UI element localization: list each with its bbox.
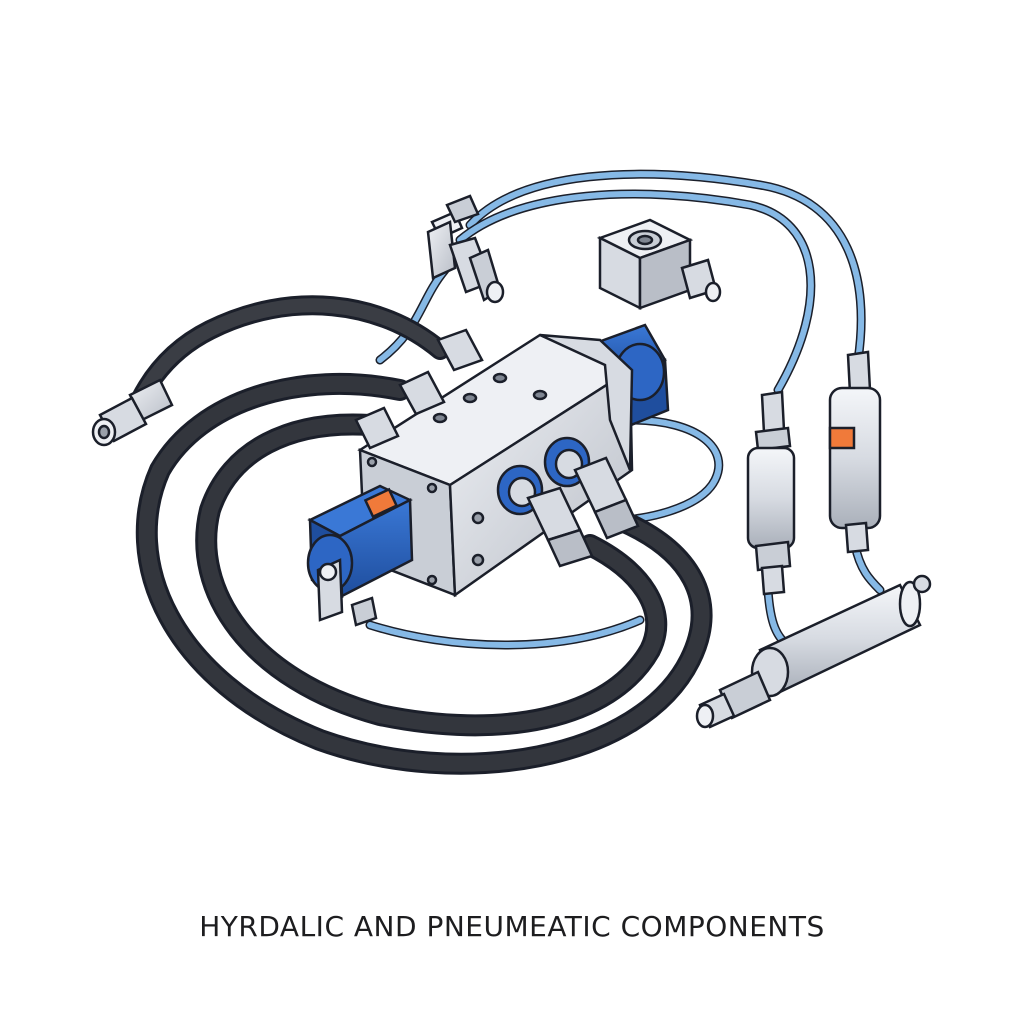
pneumatic-tubes <box>365 169 885 655</box>
warning-label <box>828 426 856 450</box>
hydraulic-valve-block[interactable] <box>354 323 670 598</box>
hydraulic-hoses <box>130 295 713 775</box>
pneumatic-cylinder[interactable] <box>695 574 932 729</box>
warning-label <box>363 487 399 519</box>
pressure-sensor-block <box>596 218 722 311</box>
elbow-fitting <box>426 194 505 304</box>
hose-end-fitting <box>91 378 174 447</box>
diagram-caption: HYRDALIC AND PNEUMEATIC COMPONENTS <box>199 910 825 943</box>
inline-filter-left[interactable] <box>746 390 796 596</box>
solenoid-left[interactable] <box>306 484 414 627</box>
inline-filter-right[interactable] <box>828 350 882 554</box>
